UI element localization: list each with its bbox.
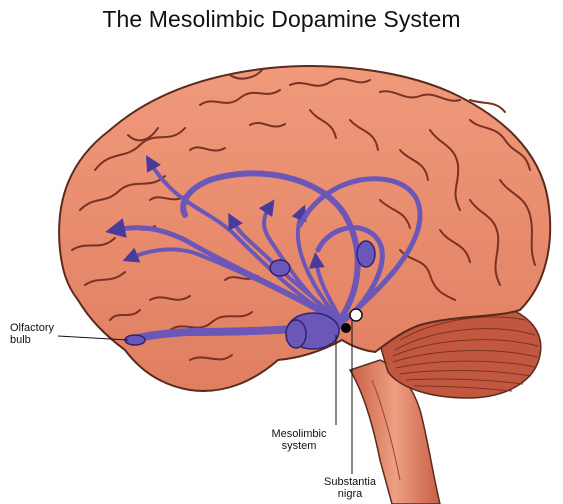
substantia-nigra-dot <box>341 323 351 333</box>
olfactory-bulb-label: Olfactory bulb <box>10 322 54 346</box>
substantia-nigra-label: Substantia nigra <box>310 476 390 500</box>
mesolimbic-system-label: Mesolimbic system <box>262 428 336 452</box>
ventral-tegmental-area <box>350 309 362 321</box>
